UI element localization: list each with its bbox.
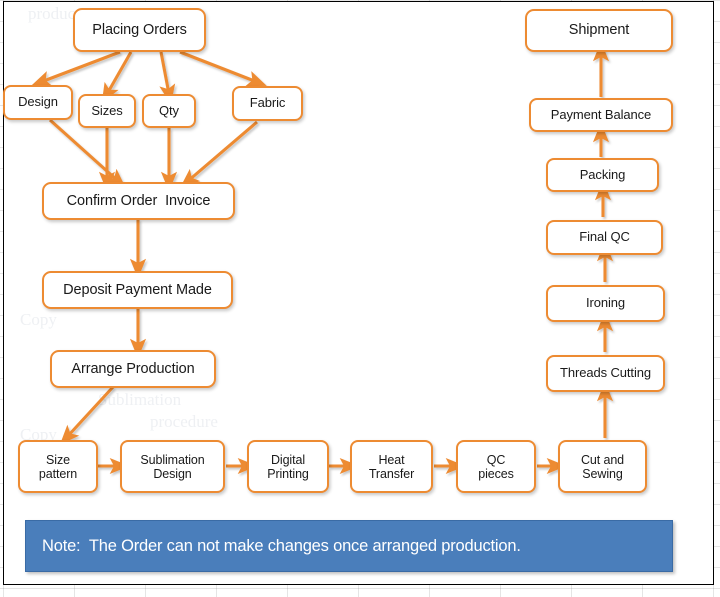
node-shipment[interactable]: Shipment xyxy=(525,9,673,52)
node-digital-printing[interactable]: Digital Printing xyxy=(247,440,329,493)
node-confirm-order-invoice[interactable]: Confirm Order Invoice xyxy=(42,182,235,220)
node-qc-pieces[interactable]: QC pieces xyxy=(456,440,536,493)
node-deposit-payment-made[interactable]: Deposit Payment Made xyxy=(42,271,233,309)
node-design[interactable]: Design xyxy=(3,85,73,120)
node-qty[interactable]: Qty xyxy=(142,94,196,128)
node-heat-transfer[interactable]: Heat Transfer xyxy=(350,440,433,493)
node-packing[interactable]: Packing xyxy=(546,158,659,192)
node-threads-cutting[interactable]: Threads Cutting xyxy=(546,355,665,392)
node-placing-orders[interactable]: Placing Orders xyxy=(73,8,206,52)
node-ironing[interactable]: Ironing xyxy=(546,285,665,322)
node-fabric[interactable]: Fabric xyxy=(232,86,303,121)
node-sublimation-design[interactable]: Sublimation Design xyxy=(120,440,225,493)
note-banner: Note: The Order can not make changes onc… xyxy=(25,520,673,572)
note-text: Note: The Order can not make changes onc… xyxy=(42,536,521,555)
node-cut-and-sewing[interactable]: Cut and Sewing xyxy=(558,440,647,493)
node-arrange-production[interactable]: Arrange Production xyxy=(50,350,216,388)
node-payment-balance[interactable]: Payment Balance xyxy=(529,98,673,132)
node-sizes[interactable]: Sizes xyxy=(78,94,136,128)
node-final-qc[interactable]: Final QC xyxy=(546,220,663,255)
node-size-pattern[interactable]: Size pattern xyxy=(18,440,98,493)
